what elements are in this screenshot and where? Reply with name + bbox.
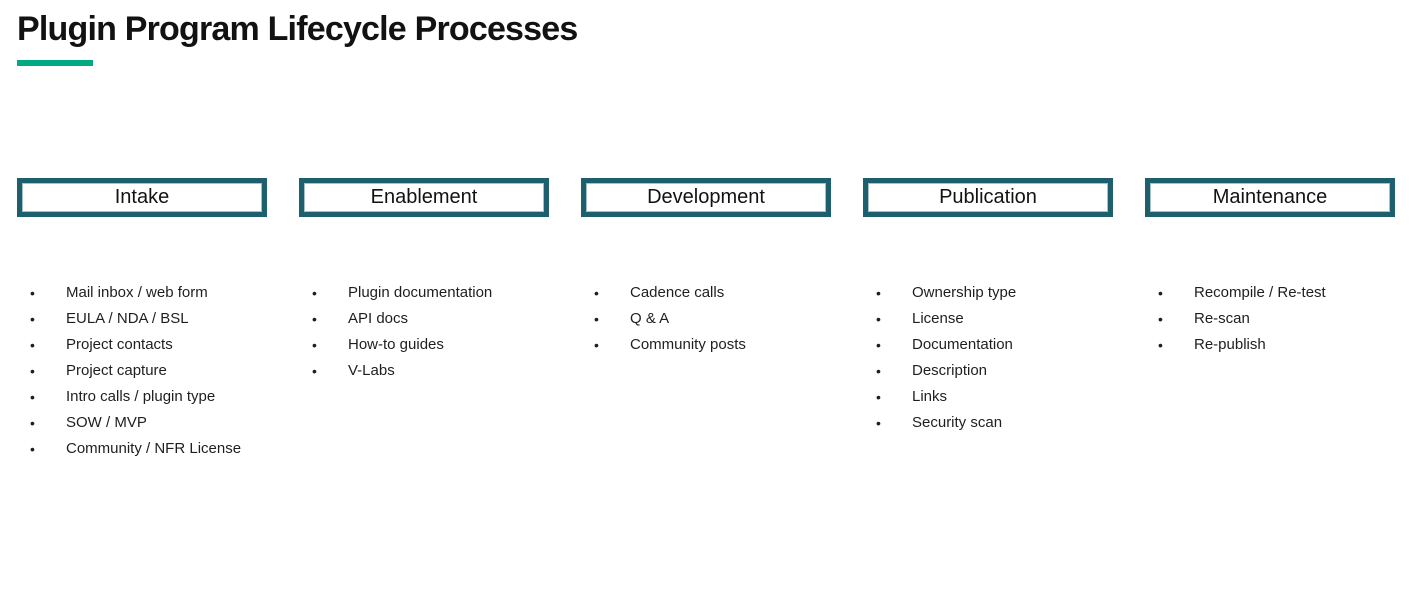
- stage-header-box-inner: Maintenance: [1150, 183, 1390, 212]
- list-item: Recompile / Re-test: [1145, 280, 1395, 306]
- column-development: Development Cadence callsQ & ACommunity …: [581, 178, 831, 462]
- lifecycle-columns: Intake Mail inbox / web formEULA / NDA /…: [17, 178, 1395, 462]
- stage-header-box-development: Development: [581, 178, 831, 217]
- stage-item-list-enablement: Plugin documentationAPI docsHow-to guide…: [299, 280, 549, 384]
- list-item: V-Labs: [299, 358, 549, 384]
- column-intake: Intake Mail inbox / web formEULA / NDA /…: [17, 178, 267, 462]
- stage-header-label: Development: [647, 186, 765, 208]
- stage-item-list-maintenance: Recompile / Re-testRe-scanRe-publish: [1145, 280, 1395, 358]
- stage-header-box-inner: Development: [586, 183, 826, 212]
- stage-header-box-enablement: Enablement: [299, 178, 549, 217]
- list-item: Links: [863, 384, 1113, 410]
- stage-item-list-intake: Mail inbox / web formEULA / NDA / BSLPro…: [17, 280, 267, 462]
- column-maintenance: Maintenance Recompile / Re-testRe-scanRe…: [1145, 178, 1395, 462]
- list-item: License: [863, 306, 1113, 332]
- list-item: Re-publish: [1145, 332, 1395, 358]
- list-item: Security scan: [863, 410, 1113, 436]
- list-item: API docs: [299, 306, 549, 332]
- stage-header-label: Intake: [114, 186, 170, 208]
- list-item: Project capture: [17, 358, 267, 384]
- list-item: Project contacts: [17, 332, 267, 358]
- stage-header-box-inner: Intake: [22, 183, 262, 212]
- list-item: Intro calls / plugin type: [17, 384, 267, 410]
- stage-item-list-development: Cadence callsQ & ACommunity posts: [581, 280, 831, 358]
- list-item: Plugin documentation: [299, 280, 549, 306]
- stage-header-box-intake: Intake: [17, 178, 267, 217]
- list-item: Q & A: [581, 306, 831, 332]
- list-item: How-to guides: [299, 332, 549, 358]
- list-item: Mail inbox / web form: [17, 280, 267, 306]
- list-item: Community posts: [581, 332, 831, 358]
- stage-header-box-inner: Enablement: [304, 183, 544, 212]
- title-accent-bar: [17, 60, 93, 66]
- stage-header-box-inner: Publication: [868, 183, 1108, 212]
- list-item: SOW / MVP: [17, 410, 267, 436]
- page-title: Plugin Program Lifecycle Processes: [17, 10, 578, 48]
- list-item: Community / NFR License: [17, 436, 267, 462]
- list-item: Cadence calls: [581, 280, 831, 306]
- list-item: Documentation: [863, 332, 1113, 358]
- list-item: EULA / NDA / BSL: [17, 306, 267, 332]
- stage-header-box-publication: Publication: [863, 178, 1113, 217]
- column-publication: Publication Ownership typeLicenseDocumen…: [863, 178, 1113, 462]
- stage-header-label: Maintenance: [1212, 186, 1328, 208]
- stage-header-label: Enablement: [370, 186, 478, 208]
- list-item: Re-scan: [1145, 306, 1395, 332]
- list-item: Description: [863, 358, 1113, 384]
- stage-item-list-publication: Ownership typeLicenseDocumentationDescri…: [863, 280, 1113, 436]
- stage-header-label: Publication: [939, 186, 1037, 208]
- column-enablement: Enablement Plugin documentationAPI docsH…: [299, 178, 549, 462]
- list-item: Ownership type: [863, 280, 1113, 306]
- stage-header-box-maintenance: Maintenance: [1145, 178, 1395, 217]
